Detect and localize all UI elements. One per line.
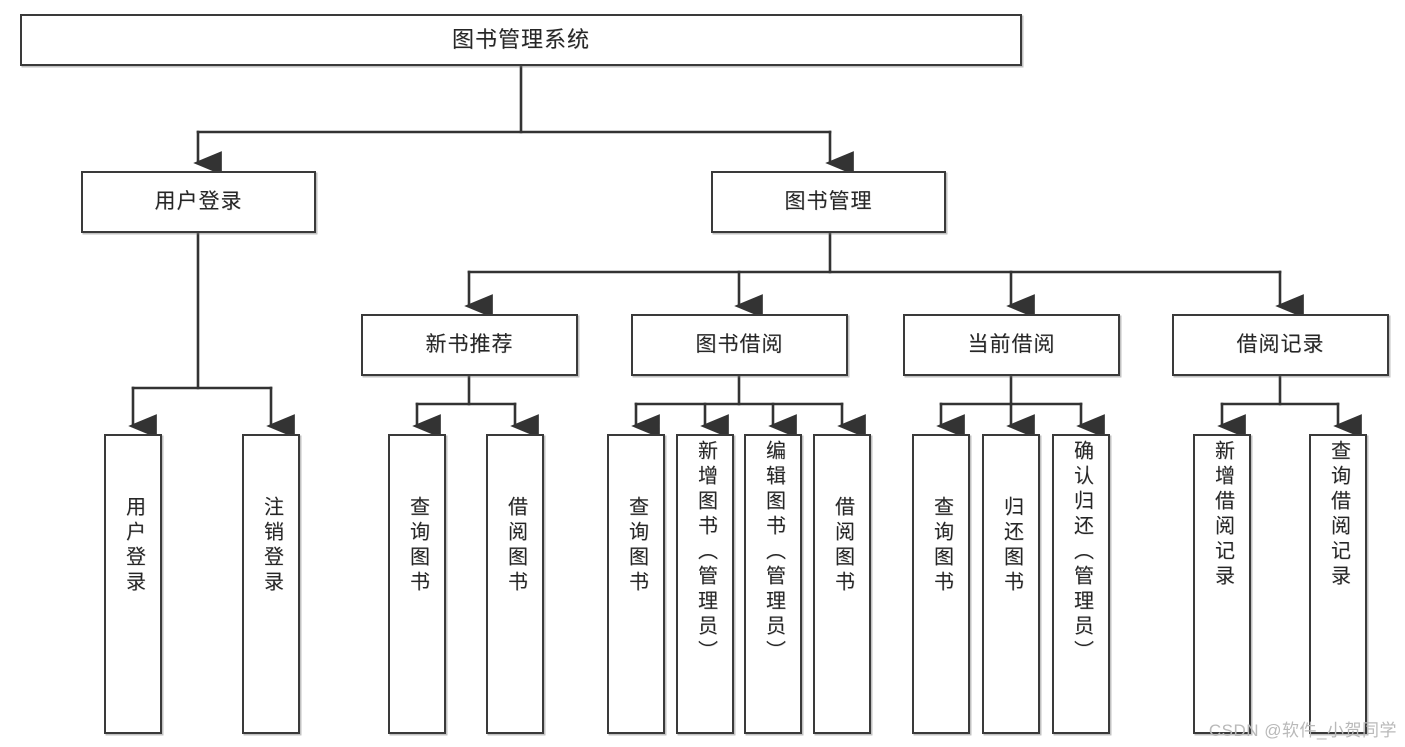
leaf-return-book[interactable]: 归还图书 (982, 434, 1040, 734)
node-label: 借阅图书 (831, 496, 854, 596)
node-label: 查询图书 (406, 496, 429, 596)
leaf-add-book[interactable]: 新增图书（管理员） (676, 434, 734, 734)
node-label: 查询借阅记录 (1327, 440, 1350, 590)
node-label: 新增借阅记录 (1211, 440, 1234, 590)
node-label: 当前借阅 (967, 332, 1056, 356)
leaf-confirm-return[interactable]: 确认归还（管理员） (1052, 434, 1110, 734)
node-label: 图书借阅 (695, 332, 784, 356)
node-book-borrow[interactable]: 图书借阅 (631, 314, 848, 376)
node-root-system[interactable]: 图书管理系统 (20, 14, 1022, 66)
node-label: 确认归还（管理员） (1070, 440, 1093, 665)
node-label: 编辑图书（管理员） (762, 440, 785, 665)
csdn-watermark: CSDN @软件_小贺同学 (1208, 721, 1397, 740)
node-label: 注销登录 (260, 496, 283, 596)
leaf-borrow-book-recommend[interactable]: 借阅图书 (486, 434, 544, 734)
leaf-add-borrow-record[interactable]: 新增借阅记录 (1193, 434, 1251, 734)
node-label: 查询图书 (930, 496, 953, 596)
leaf-query-book-recommend[interactable]: 查询图书 (388, 434, 446, 734)
leaf-query-book-current[interactable]: 查询图书 (912, 434, 970, 734)
node-user-login[interactable]: 用户登录 (81, 171, 316, 233)
node-label: 用户登录 (122, 496, 145, 596)
node-label: 归还图书 (1000, 496, 1023, 596)
node-label: 新增图书（管理员） (694, 440, 717, 665)
leaf-borrow-book[interactable]: 借阅图书 (813, 434, 871, 734)
leaf-query-borrow-record[interactable]: 查询借阅记录 (1309, 434, 1367, 734)
node-label: 图书管理 (784, 189, 873, 213)
node-borrow-record[interactable]: 借阅记录 (1172, 314, 1389, 376)
node-label: 新书推荐 (425, 332, 514, 356)
leaf-edit-book[interactable]: 编辑图书（管理员） (744, 434, 802, 734)
node-label: 借阅记录 (1236, 332, 1325, 356)
node-new-book-recommend[interactable]: 新书推荐 (361, 314, 578, 376)
node-label: 图书管理系统 (451, 27, 590, 53)
node-label: 借阅图书 (504, 496, 527, 596)
node-label: 查询图书 (625, 496, 648, 596)
node-label: 用户登录 (154, 189, 243, 213)
leaf-user-login[interactable]: 用户登录 (104, 434, 162, 734)
leaf-query-book-borrow[interactable]: 查询图书 (607, 434, 665, 734)
leaf-user-logout[interactable]: 注销登录 (242, 434, 300, 734)
node-book-manage[interactable]: 图书管理 (711, 171, 946, 233)
node-current-borrow[interactable]: 当前借阅 (903, 314, 1120, 376)
